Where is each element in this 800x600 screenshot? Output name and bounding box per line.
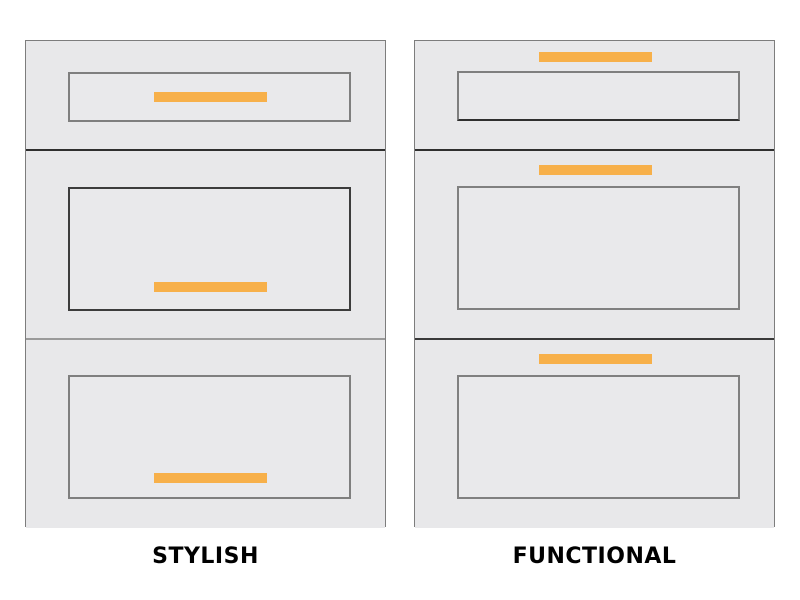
drawer-handle (539, 165, 652, 175)
drawer-front-panel (68, 187, 351, 311)
stylish-drawer-middle (26, 149, 385, 339)
stylish-drawer-bottom (26, 338, 385, 528)
drawer-handle (539, 354, 652, 364)
drawer-handle (154, 282, 267, 292)
functional-drawer-bottom (415, 338, 774, 528)
drawer-handle (154, 92, 267, 102)
drawer-front-panel (457, 186, 740, 310)
drawer-front-panel (68, 72, 351, 122)
functional-caption: FUNCTIONAL (512, 544, 677, 569)
stylish-drawer-top (26, 41, 385, 149)
stylish-caption: STYLISH (152, 544, 259, 569)
drawer-handle (539, 52, 652, 62)
drawer-handle (154, 473, 267, 483)
functional-drawer-middle (415, 149, 774, 339)
drawer-front-panel (457, 375, 740, 499)
stylish-cabinet (25, 40, 386, 528)
functional-drawer-top (415, 41, 774, 149)
functional-cabinet (414, 40, 775, 528)
drawer-front-panel (457, 71, 740, 121)
